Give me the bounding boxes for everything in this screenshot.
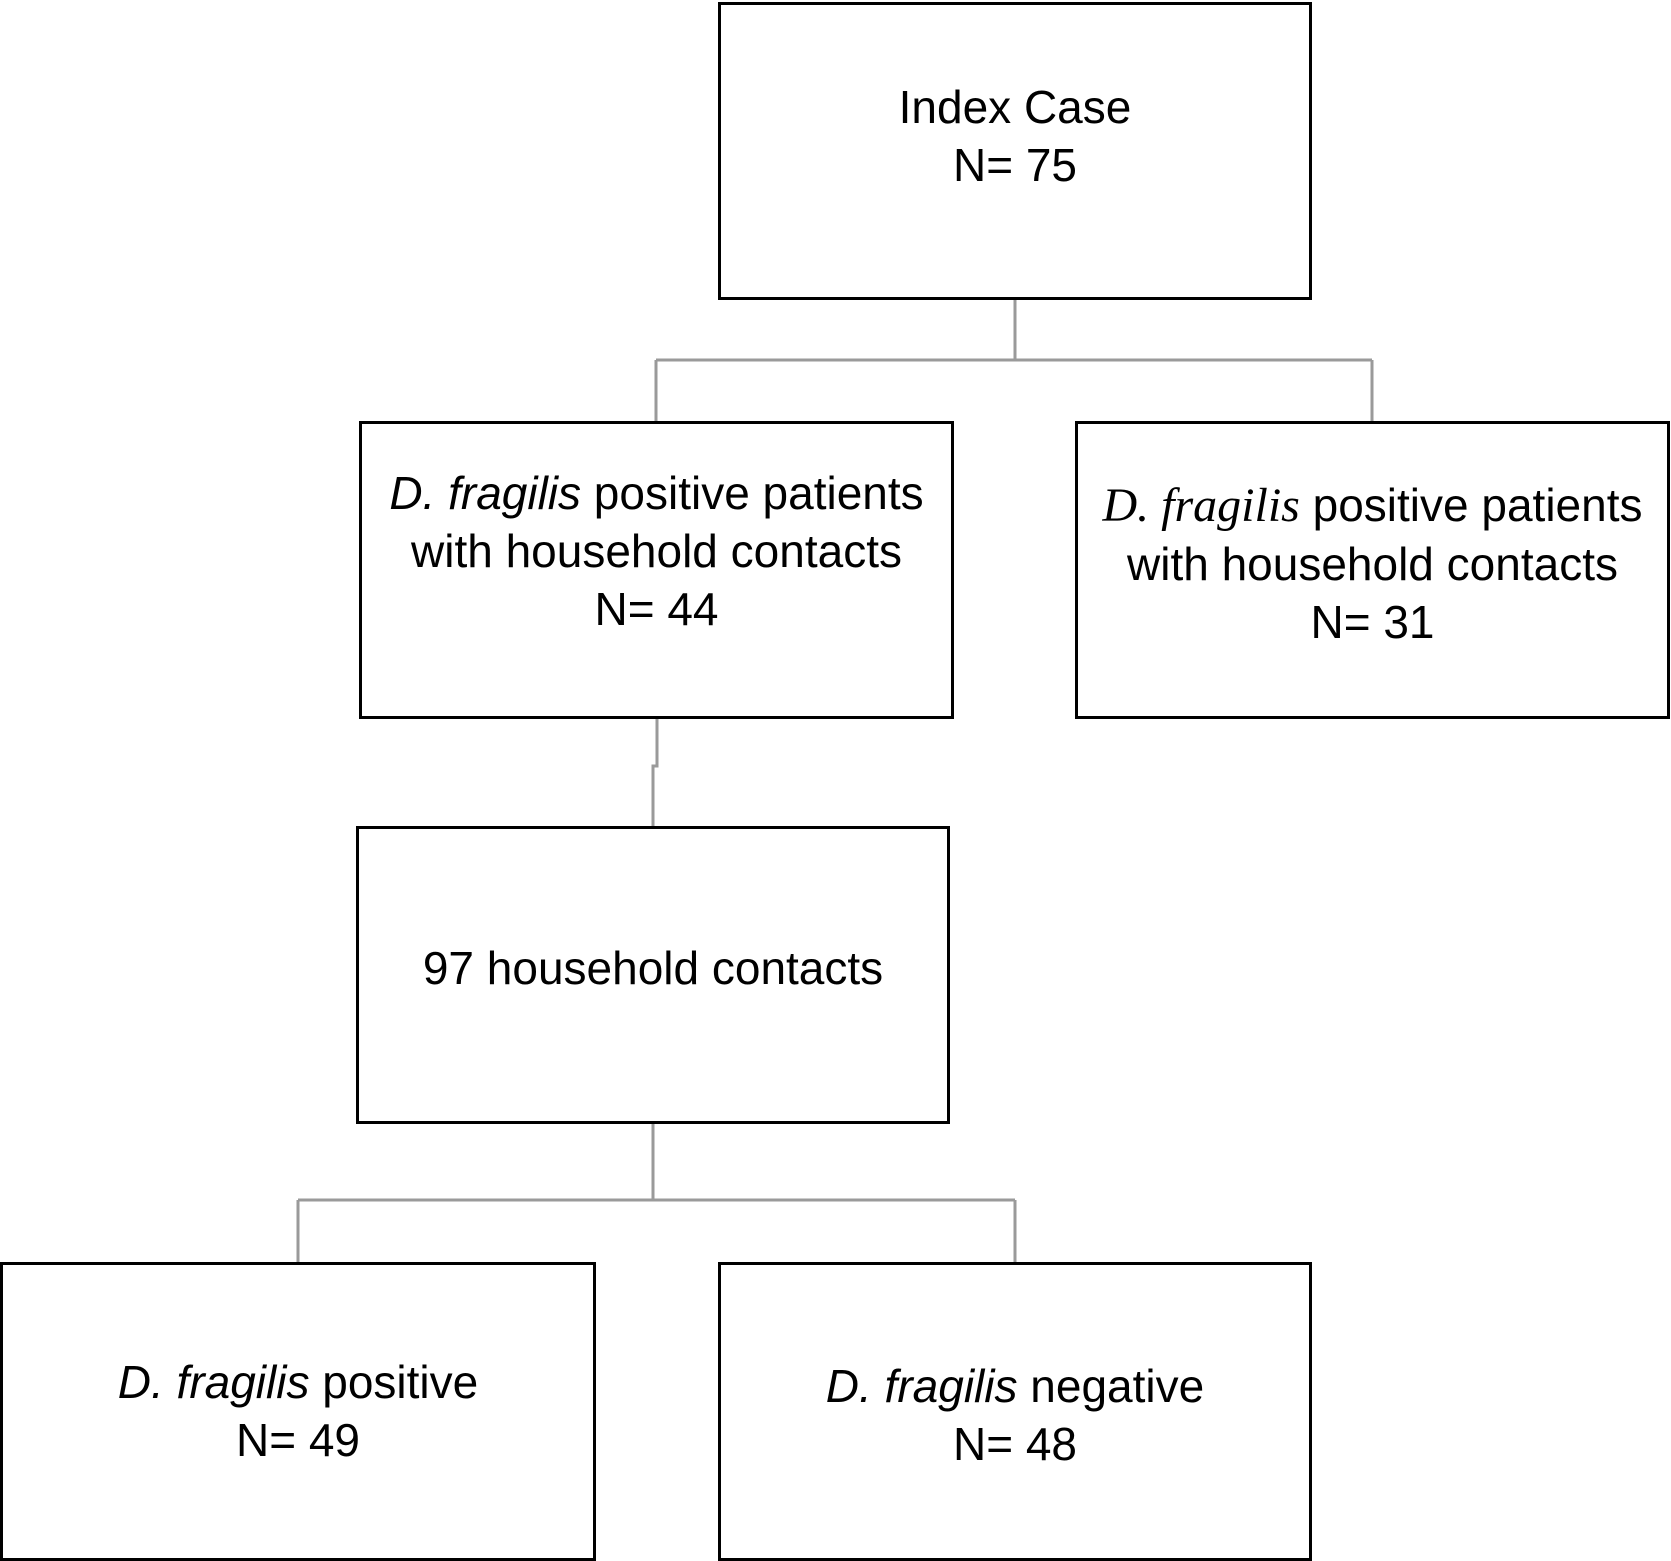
positive-with-contacts-text2: with household contacts: [411, 525, 902, 577]
species-name: D. fragilis: [389, 467, 582, 519]
contacts-negative-result: negative: [1017, 1360, 1205, 1412]
index-case-box: Index Case N= 75: [718, 2, 1312, 300]
positive-without-contacts-text1: positive patients: [1299, 479, 1643, 531]
positive-without-contacts-box: D. fragilis positive patients with house…: [1075, 421, 1670, 719]
contacts-negative-box: D. fragilis negative N= 48: [718, 1262, 1312, 1561]
species-name: D. fragilis: [117, 1356, 310, 1408]
household-contacts-box: 97 household contacts: [356, 826, 950, 1124]
connector-contacts-to-results: [296, 1124, 1017, 1262]
positive-with-contacts-line1: D. fragilis positive patients: [389, 464, 923, 522]
positive-without-contacts-line1: D. fragilis positive patients: [1102, 476, 1642, 535]
connector-with-to-contacts: [651, 719, 659, 826]
index-case-count: N= 75: [952, 139, 1078, 191]
contacts-positive-result: positive: [309, 1356, 479, 1408]
species-name: D. fragilis: [825, 1360, 1018, 1412]
household-contacts-label: 97 household contacts: [422, 942, 884, 994]
contacts-positive-count: N= 49: [235, 1414, 361, 1466]
positive-with-contacts-box: D. fragilis positive patients with house…: [359, 421, 954, 719]
contacts-positive-box: D. fragilis positive N= 49: [0, 1262, 596, 1561]
positive-without-contacts-count: N= 31: [1310, 596, 1435, 648]
index-case-title: Index Case: [898, 81, 1132, 133]
contacts-negative-count: N= 48: [952, 1418, 1078, 1470]
connector-index-to-row2: [654, 300, 1374, 421]
contacts-negative-line1: D. fragilis negative: [826, 1357, 1204, 1415]
positive-with-contacts-text1: positive patients: [581, 467, 924, 519]
positive-without-contacts-text2: with household contacts: [1127, 538, 1618, 590]
contacts-positive-line1: D. fragilis positive: [118, 1353, 478, 1411]
species-name: D. fragilis: [1102, 479, 1300, 532]
positive-with-contacts-count: N= 44: [594, 583, 719, 635]
